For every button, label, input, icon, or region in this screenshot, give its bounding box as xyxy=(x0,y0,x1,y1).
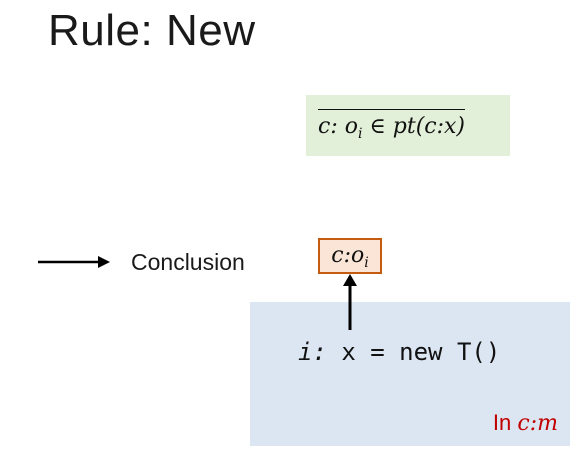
conclusion-context: c xyxy=(331,243,344,268)
rule-object: o xyxy=(344,114,358,139)
rule-pt-expression: pt(c:x) xyxy=(392,114,466,139)
statement-label: i: xyxy=(298,338,327,366)
conclusion-object: o xyxy=(351,243,365,268)
allocation-statement: i: x = new T() xyxy=(298,338,500,366)
right-arrow-icon xyxy=(38,256,110,268)
conclusion-separator: : xyxy=(343,243,351,268)
context-value: c:m xyxy=(517,411,558,436)
slide-title: Rule: New xyxy=(48,6,256,55)
rule-box: c: oi ∈ pt(c:x) xyxy=(306,95,510,156)
statement-code: x = new T() xyxy=(341,338,501,366)
method-context-label: In c:m xyxy=(493,410,558,436)
rule-in-symbol: ∈ xyxy=(369,114,386,139)
context-prefix: In xyxy=(492,410,518,435)
rule-context: c xyxy=(318,114,331,139)
rule-separator: : xyxy=(330,114,338,139)
legend-conclusion-label: Conclusion xyxy=(131,249,245,275)
conclusion-node: c:oi xyxy=(318,238,382,274)
up-arrow-icon xyxy=(343,274,357,330)
method-box: i: x = new T() In c:m xyxy=(250,302,570,446)
conclusion-object-subscript: i xyxy=(364,255,369,271)
rule-conclusion-formula: c: oi ∈ pt(c:x) xyxy=(318,109,466,142)
rule-object-subscript: i xyxy=(358,126,363,142)
